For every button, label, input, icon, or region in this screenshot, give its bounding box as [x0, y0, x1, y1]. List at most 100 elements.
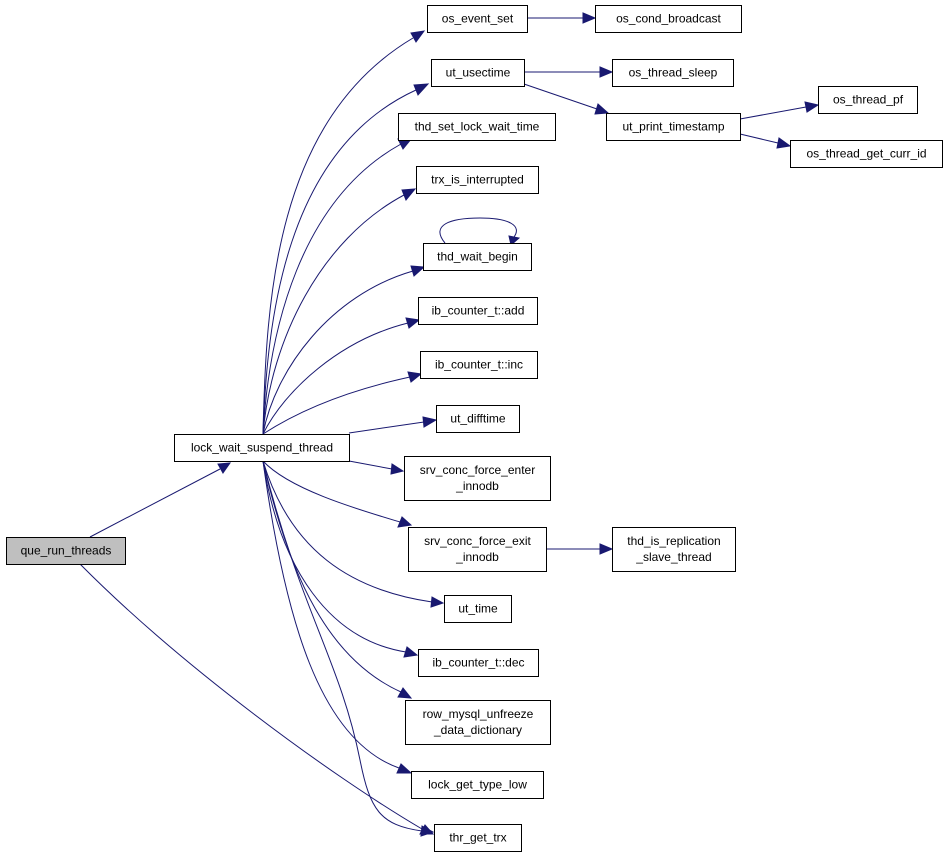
edge-arrowhead	[422, 416, 438, 428]
edge-srv_conc_force_exit_innodb-to-thd_is_replication_slave_thread	[546, 543, 614, 555]
edge-line	[262, 194, 405, 435]
node-os-thread-get-curr-id[interactable]: os_thread_get_curr_id	[790, 140, 943, 168]
node-os-cond-broadcast[interactable]: os_cond_broadcast	[595, 5, 742, 33]
node-box[interactable]	[411, 771, 544, 799]
edge-line	[79, 563, 423, 830]
node-label: thr_get_trx	[449, 831, 506, 845]
node-box[interactable]	[595, 5, 742, 33]
node-box[interactable]	[818, 86, 918, 114]
node-srv-conc-force-enter-innodb[interactable]: srv_conc_force_enter _innodb	[404, 456, 551, 501]
node-os-thread-sleep[interactable]: os_thread_sleep	[612, 59, 734, 87]
edge-line	[262, 460, 400, 769]
node-que-run-threads[interactable]: que_run_threads	[6, 537, 126, 565]
node-ut-difftime[interactable]: ut_difftime	[436, 405, 520, 433]
node-os-event-set[interactable]: os_event_set	[427, 5, 528, 33]
edge-lock_wait_suspend_thread-to-ib_counter_t_inc	[262, 371, 423, 435]
node-box[interactable]	[398, 113, 556, 141]
edge-lock_wait_suspend_thread-to-trx_is_interrupted	[262, 188, 417, 435]
edge-line	[262, 37, 414, 435]
node-layer: que_run_threads lock_wait_suspend_thread o…	[6, 5, 943, 852]
edge-lock_wait_suspend_thread-to-ib_counter_t_dec	[262, 460, 419, 658]
edge-lock_wait_suspend_thread-to-lock_get_type_low	[262, 460, 413, 774]
edge-lock_wait_suspend_thread-to-ib_counter_t_add	[262, 317, 421, 435]
node-label: os_event_set	[442, 12, 514, 26]
edge-arrowhead	[582, 12, 597, 24]
edge-que_run_threads-to-thr_get_trx	[79, 563, 435, 835]
node-ut-usectime[interactable]: ut_usectime	[431, 59, 525, 87]
edge-line	[739, 106, 807, 120]
node-thd-is-replication-slave-thread[interactable]: thd_is_replication_slave_thread	[612, 527, 736, 572]
node-thd-wait-begin[interactable]: thd_wait_begin	[423, 243, 532, 271]
node-ib-counter-t-inc[interactable]: ib_counter_t::inc	[420, 351, 538, 379]
node-lock-get-type-low[interactable]: lock_get_type_low	[411, 771, 544, 799]
edge-lock_wait_suspend_thread-to-thr_get_trx	[262, 460, 435, 837]
edge-arrowhead	[410, 265, 426, 277]
node-row-mysql-unfreeze-data-dictionary[interactable]: row_mysql_unfreeze_data_dictionary	[405, 700, 551, 745]
edge-line	[739, 133, 779, 144]
edge-line	[262, 143, 402, 435]
edge-arrowhead	[599, 543, 614, 555]
node-box[interactable]	[431, 59, 525, 87]
node-box[interactable]	[434, 824, 522, 852]
node-srv-conc-force-exit-innodb[interactable]: srv_conc_force_exit _innodb	[408, 527, 547, 572]
node-label: os_cond_broadcast	[616, 12, 721, 26]
node-box[interactable]	[790, 140, 943, 168]
node-ut-time[interactable]: ut_time	[444, 595, 512, 623]
edge-arrowhead	[405, 317, 421, 329]
node-os-thread-pf[interactable]: os_thread_pf	[818, 86, 918, 114]
node-box[interactable]	[6, 537, 126, 565]
edge-lock_wait_suspend_thread-to-srv_conc_force_exit_innodb	[262, 460, 413, 528]
node-ib-counter-t-dec[interactable]: ib_counter_t::dec	[418, 649, 539, 677]
node-box[interactable]	[444, 595, 512, 623]
node-box[interactable]	[606, 113, 741, 141]
node-box[interactable]	[612, 527, 736, 572]
node-thd-set-lock-wait-time[interactable]: thd_set_lock_wait_time	[398, 113, 556, 141]
node-label: que_run_threads	[21, 544, 112, 558]
node-trx-is-interrupted[interactable]: trx_is_interrupted	[416, 166, 539, 194]
node-box[interactable]	[418, 649, 539, 677]
edge-arrowhead	[397, 687, 413, 699]
node-box[interactable]	[420, 351, 538, 379]
node-box[interactable]	[404, 456, 551, 501]
node-box[interactable]	[405, 700, 551, 745]
node-label: ib_counter_t::inc	[435, 358, 523, 372]
edge-arrowhead	[217, 462, 232, 474]
node-box[interactable]	[436, 405, 520, 433]
node-label: _innodb	[455, 550, 499, 564]
node-label: srv_conc_force_enter	[420, 463, 535, 477]
edge-thd_wait_begin-to-thd_wait_begin	[439, 217, 521, 246]
edge-ut_print_timestamp-to-os_thread_get_curr_id	[739, 133, 792, 149]
node-label: thd_wait_begin	[437, 250, 518, 264]
edge-lock_wait_suspend_thread-to-ut_time	[262, 460, 445, 608]
edge-arrowhead	[397, 516, 413, 528]
edge-line	[262, 460, 402, 693]
node-ib-counter-t-add[interactable]: ib_counter_t::add	[418, 297, 538, 325]
edge-que_run_threads-to-lock_wait_suspend_thread	[89, 462, 232, 538]
node-label: os_thread_get_curr_id	[806, 147, 926, 161]
edge-ut_usectime-to-ut_print_timestamp	[523, 83, 610, 115]
edge-arrowhead	[594, 103, 610, 115]
node-label: _innodb	[455, 479, 499, 493]
node-thr-get-trx[interactable]: thr_get_trx	[434, 824, 522, 852]
node-box[interactable]	[418, 297, 538, 325]
node-label: lock_wait_suspend_thread	[191, 441, 333, 455]
edge-os_event_set-to-os_cond_broadcast	[527, 12, 597, 24]
node-box[interactable]	[427, 5, 528, 33]
edge-line	[262, 460, 433, 603]
edge-arrowhead	[804, 101, 820, 113]
node-label: lock_get_type_low	[428, 778, 527, 792]
node-box[interactable]	[174, 434, 350, 462]
node-label: srv_conc_force_exit	[424, 534, 531, 548]
edge-arrowhead	[410, 30, 426, 43]
node-lock-wait-suspend-thread[interactable]: lock_wait_suspend_thread	[174, 434, 350, 462]
node-label: thd_set_lock_wait_time	[415, 120, 540, 134]
node-box[interactable]	[416, 166, 539, 194]
edge-arrowhead	[401, 188, 417, 201]
edge-arrowhead	[390, 463, 405, 475]
node-box[interactable]	[423, 243, 532, 271]
node-ut-print-timestamp[interactable]: ut_print_timestamp	[606, 113, 741, 141]
node-box[interactable]	[408, 527, 547, 572]
node-box[interactable]	[612, 59, 734, 87]
node-label: row_mysql_unfreeze	[423, 707, 534, 721]
